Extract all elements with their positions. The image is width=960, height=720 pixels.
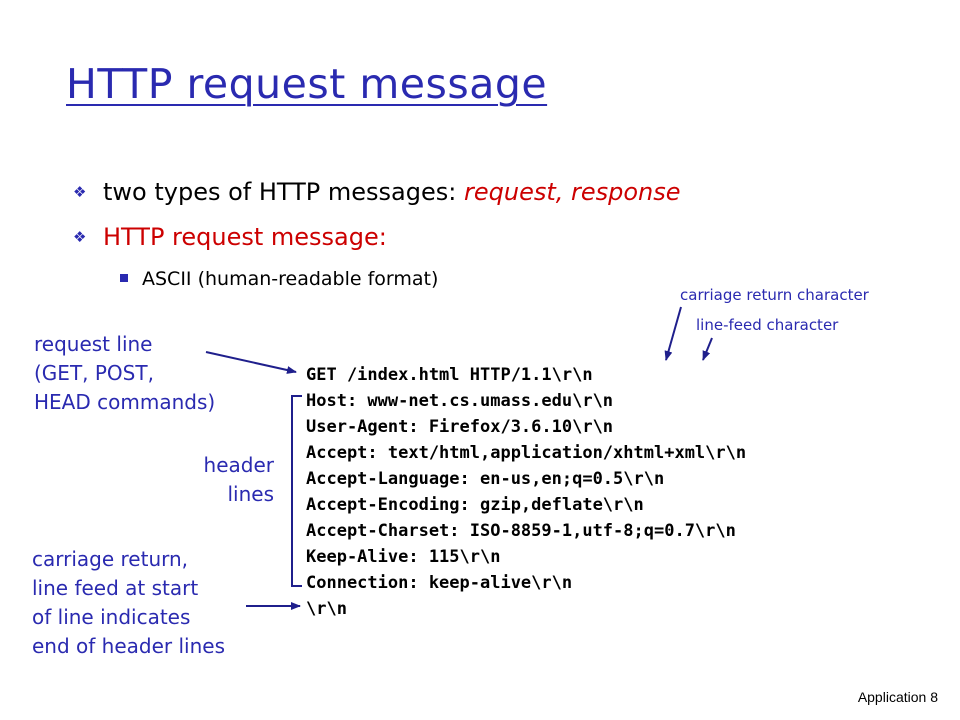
end-of-headers-label-line: carriage return, [32, 547, 189, 571]
end-of-headers-label-line: end of header lines [32, 634, 225, 658]
request-line-label: request line (GET, POST, HEAD commands) [34, 330, 215, 417]
http-request-line: User-Agent: Firefox/3.6.10\r\n [306, 417, 614, 437]
header-lines-label-line: lines [227, 482, 274, 506]
slide-footer: Application 8 [858, 689, 938, 705]
footer-page-number: 8 [930, 689, 938, 705]
end-of-headers-label-line: of line indicates [32, 605, 191, 629]
http-request-line: Connection: keep-alive\r\n [306, 573, 573, 593]
square-bullet-icon [120, 274, 128, 282]
request-line-label-line: HEAD commands) [34, 390, 216, 414]
http-request-line: Keep-Alive: 115\r\n [306, 547, 501, 567]
bullet-request-message: ❖ HTTP request message: [73, 223, 387, 251]
http-request-line: \r\n [306, 599, 347, 619]
carriage-return-character-label: carriage return character [680, 286, 869, 304]
http-request-line: Accept-Encoding: gzip,deflate\r\n [306, 495, 644, 515]
bullet-request-message-text: HTTP request message: [103, 223, 387, 251]
end-of-headers-label: carriage return, line feed at start of l… [32, 545, 225, 661]
diamond-bullet-icon: ❖ [73, 228, 87, 246]
bullet-message-types-emphasis: request, response [463, 178, 681, 206]
header-lines-label: header lines [150, 451, 274, 509]
http-request-line: Accept-Language: en-us,en;q=0.5\r\n [306, 469, 665, 489]
bullet-message-types: ❖ two types of HTTP messages: request, re… [73, 178, 681, 206]
footer-section: Application [857, 689, 927, 705]
line-feed-character-label: line-feed character [696, 316, 839, 334]
bullet-message-types-text: two types of HTTP messages: [103, 178, 464, 206]
diamond-bullet-icon: ❖ [73, 183, 87, 201]
header-lines-bracket [291, 395, 302, 587]
http-request-line: Accept-Charset: ISO-8859-1,utf-8;q=0.7\r… [306, 521, 736, 541]
http-request-line: Accept: text/html,application/xhtml+xml\… [306, 443, 747, 463]
sub-bullet-ascii-text: ASCII (human-readable format) [142, 268, 439, 290]
request-line-label-line: (GET, POST, [34, 361, 154, 385]
sub-bullet-ascii: ASCII (human-readable format) [120, 268, 438, 290]
request-line-label-line: request line [34, 332, 153, 356]
http-request-line: GET /index.html HTTP/1.1\r\n [306, 365, 593, 385]
end-of-headers-label-line: line feed at start [32, 576, 199, 600]
line-feed-arrow [702, 337, 713, 361]
carriage-return-arrow [664, 306, 682, 361]
header-lines-label-line: header [203, 453, 274, 477]
http-request-line: Host: www-net.cs.umass.edu\r\n [306, 391, 614, 411]
request-line-arrow [205, 351, 297, 374]
slide-title: HTTP request message [66, 60, 548, 108]
